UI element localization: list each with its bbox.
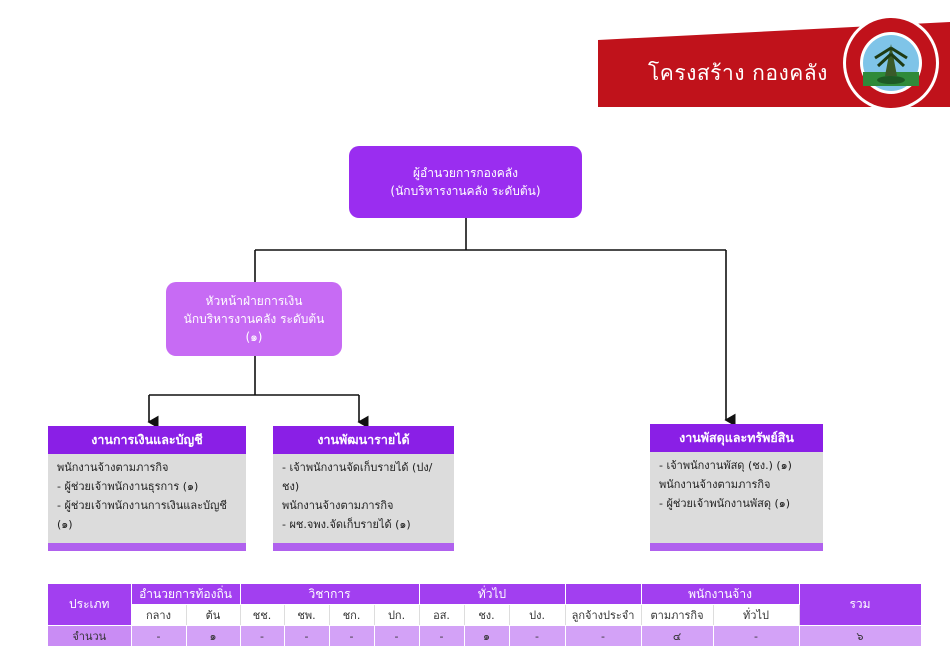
- count-cell: -: [713, 625, 800, 647]
- subheader-cell: ลูกจ้างประจำ: [565, 604, 642, 626]
- unit-item: - ผู้ช่วยเจ้าพนักงานธุรการ (๑): [57, 480, 199, 493]
- total-cell: ๖: [799, 625, 922, 647]
- group-general: ทั่วไป: [419, 584, 566, 605]
- row-label-count: จำนวน: [48, 625, 132, 647]
- unit-panel-revenue: งานพัฒนารายได้ - เจ้าพนักงานจัดเก็บรายได…: [273, 426, 454, 551]
- organization-seal-logo: [843, 15, 939, 111]
- unit-item: พนักงานจ้างตามภารกิจ: [659, 478, 771, 491]
- count-cell: ๑: [464, 625, 510, 647]
- unit-item: พนักงานจ้างตามภารกิจ: [57, 461, 169, 474]
- count-cell: -: [329, 625, 375, 647]
- director-node: ผู้อำนวยการกองคลัง (นักบริหารงานคลัง ระด…: [349, 146, 582, 218]
- unit-item: - ผู้ช่วยเจ้าพนักงานการเงินและบัญชี (๑): [57, 499, 227, 531]
- staff-summary-table: ประเภท อำนวยการท้องถิ่น วิชาการ ทั่วไป พ…: [48, 584, 922, 647]
- unit-title: งานพัสดุและทรัพย์สิน: [650, 424, 823, 452]
- subheader-cell: ชก.: [329, 604, 375, 626]
- unit-title: งานการเงินและบัญชี: [48, 426, 246, 454]
- count-cell: ๑: [186, 625, 241, 647]
- group-blank: [565, 584, 642, 605]
- total-header: รวม: [799, 584, 922, 626]
- unit-item: พนักงานจ้างตามภารกิจ: [282, 499, 394, 512]
- subheader-cell: ตามภารกิจ: [641, 604, 714, 626]
- type-header: ประเภท: [48, 584, 132, 626]
- finance-head-subtitle: นักบริหารงานคลัง ระดับต้น: [183, 312, 325, 326]
- count-cell: -: [374, 625, 420, 647]
- unit-body: - เจ้าพนักงานจัดเก็บรายได้ (ปง/ชง) พนักง…: [273, 454, 454, 543]
- director-title: ผู้อำนวยการกองคลัง: [413, 166, 518, 180]
- unit-item: - เจ้าพนักงานพัสดุ (ชง.) (๑): [659, 459, 792, 472]
- finance-head-node: หัวหน้าฝ่ายการเงิน นักบริหารงานคลัง ระดั…: [166, 282, 342, 356]
- finance-head-count: (๑): [245, 330, 263, 344]
- unit-item: - ผู้ช่วยเจ้าพนักงานพัสดุ (๑): [659, 497, 791, 510]
- unit-panel-supplies-assets: งานพัสดุและทรัพย์สิน - เจ้าพนักงานพัสดุ …: [650, 424, 823, 551]
- subheader-cell: กลาง: [131, 604, 187, 626]
- subheader-cell: ต้น: [186, 604, 241, 626]
- subheader-cell: ปก.: [374, 604, 420, 626]
- unit-footer: [650, 543, 823, 551]
- unit-panel-finance-accounting: งานการเงินและบัญชี พนักงานจ้างตามภารกิจ …: [48, 426, 246, 551]
- unit-item: - ผช.จพง.จัดเก็บรายได้ (๑): [282, 518, 411, 531]
- unit-footer: [273, 543, 454, 551]
- count-cell: -: [131, 625, 187, 647]
- unit-footer: [48, 543, 246, 551]
- subheader-cell: ชพ.: [284, 604, 330, 626]
- unit-body: - เจ้าพนักงานพัสดุ (ชง.) (๑) พนักงานจ้าง…: [650, 452, 823, 543]
- count-cell: ๔: [641, 625, 714, 647]
- count-cell: -: [565, 625, 642, 647]
- subheader-cell: ชช.: [240, 604, 285, 626]
- subheader-cell: ปง.: [509, 604, 566, 626]
- count-cell: -: [284, 625, 330, 647]
- group-local-director: อำนวยการท้องถิ่น: [131, 584, 241, 605]
- count-cell: -: [419, 625, 465, 647]
- finance-head-title: หัวหน้าฝ่ายการเงิน: [205, 294, 303, 308]
- page-title: โครงสร้าง กองคลัง: [648, 61, 828, 85]
- group-academic: วิชาการ: [240, 584, 420, 605]
- unit-body: พนักงานจ้างตามภารกิจ - ผู้ช่วยเจ้าพนักงา…: [48, 454, 246, 543]
- subheader-cell: ทั่วไป: [713, 604, 800, 626]
- subheader-cell: อส.: [419, 604, 465, 626]
- unit-item: - เจ้าพนักงานจัดเก็บรายได้ (ปง/ชง): [282, 461, 433, 493]
- director-subtitle: (นักบริหารงานคลัง ระดับต้น): [390, 184, 541, 198]
- count-cell: -: [509, 625, 566, 647]
- unit-title: งานพัฒนารายได้: [273, 426, 454, 454]
- subheader-cell: ชง.: [464, 604, 510, 626]
- count-cell: -: [240, 625, 285, 647]
- group-employee: พนักงานจ้าง: [641, 584, 800, 605]
